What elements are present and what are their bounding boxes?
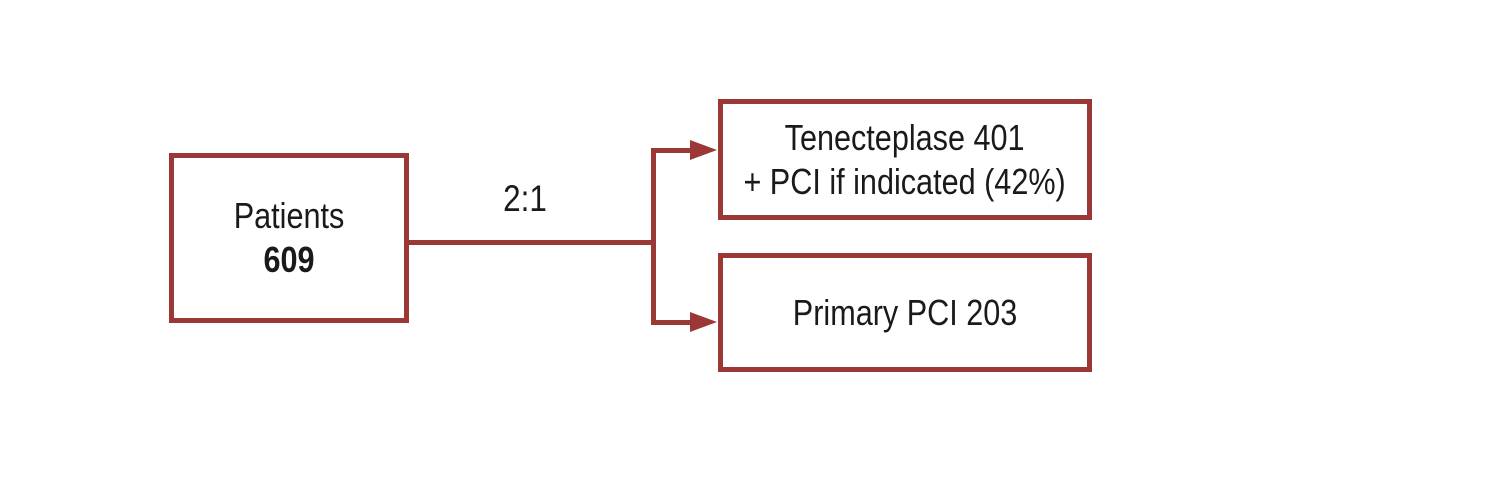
primary-pci-box: Primary PCI 203 — [718, 253, 1092, 372]
randomization-ratio-label: 2:1 — [503, 178, 547, 219]
branch-line-tenecteplase — [651, 148, 693, 153]
primary-pci-box-text: Primary PCI 203 — [793, 291, 1017, 335]
branch-line-primary-pci — [651, 320, 693, 325]
tenecteplase-box-text: Tenecteplase 401 + PCI if indicated (42%… — [744, 116, 1066, 204]
patients-label: Patients — [233, 195, 345, 236]
arrowhead-to-tenecteplase-icon — [690, 140, 717, 160]
randomization-line — [407, 240, 655, 245]
branch-vertical-line — [651, 148, 656, 325]
arrowhead-to-primary-pci-icon — [690, 312, 717, 332]
patients-box-text: Patients 609 — [234, 194, 345, 282]
patients-count: 609 — [263, 239, 315, 280]
patients-box: Patients 609 — [169, 153, 409, 323]
tenecteplase-line1: Tenecteplase 401 — [785, 116, 1025, 158]
tenecteplase-box: Tenecteplase 401 + PCI if indicated (42%… — [718, 99, 1092, 220]
tenecteplase-line2: + PCI if indicated (42%) — [743, 160, 1067, 202]
primary-pci-label: Primary PCI 203 — [792, 291, 1018, 333]
